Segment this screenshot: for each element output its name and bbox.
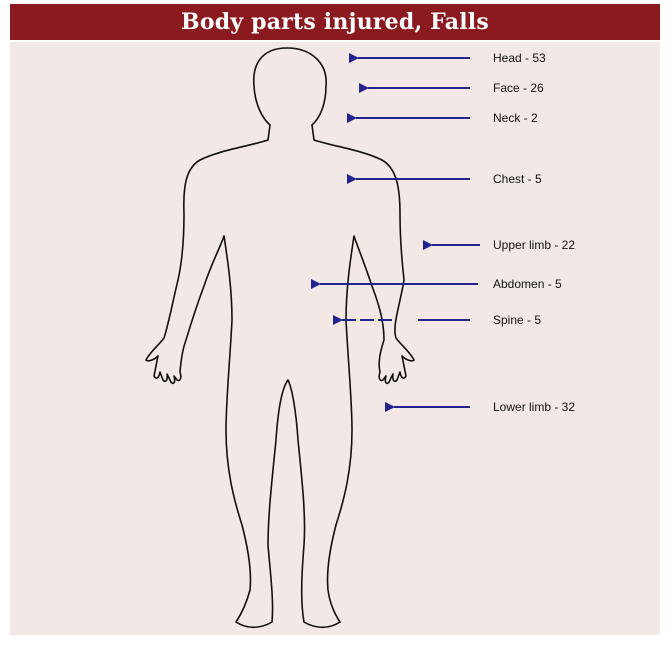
label-upper-limb: Upper limb - 22 xyxy=(493,238,575,252)
label-abdomen: Abdomen - 5 xyxy=(493,277,562,291)
label-neck: Neck - 2 xyxy=(493,111,538,125)
label-face: Face - 26 xyxy=(493,81,544,95)
label-chest: Chest - 5 xyxy=(493,172,542,186)
label-head: Head - 53 xyxy=(493,51,546,65)
label-lower-limb: Lower limb - 32 xyxy=(493,400,575,414)
body-outline xyxy=(146,48,414,627)
label-spine: Spine - 5 xyxy=(493,313,541,327)
